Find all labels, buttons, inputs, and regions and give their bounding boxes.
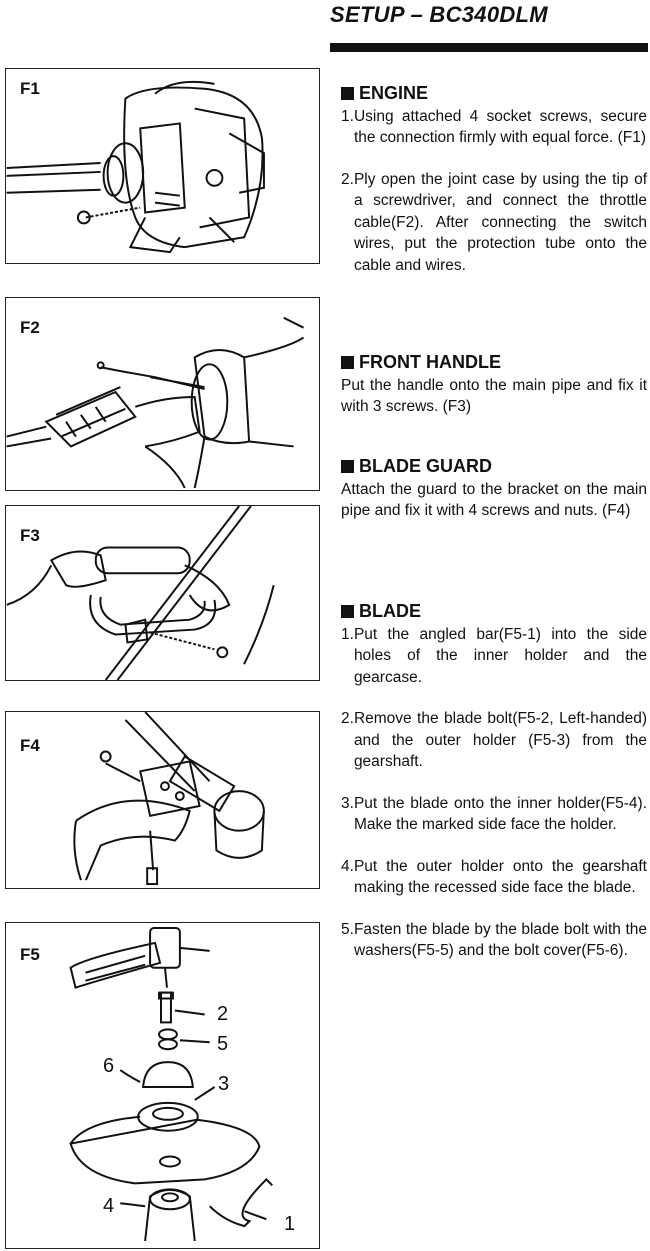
callout-6: 6 [103, 1055, 115, 1077]
header-rule [330, 43, 648, 52]
figure-f4: F4 [5, 711, 320, 889]
section-heading: FRONT HANDLE [359, 352, 501, 372]
engine-illustration [6, 80, 265, 254]
blade-step-3: 3.Put the blade onto the inner holder(F5… [341, 794, 647, 834]
section-front-handle: FRONT HANDLE Put the handle onto the mai… [341, 352, 647, 418]
front-handle-illustration [6, 506, 275, 680]
figure-label-f5: F5 [20, 945, 40, 964]
figure-label-f1: F1 [20, 79, 40, 98]
page-title: SETUP – BC340DLM [330, 2, 548, 27]
figure-f1: F1 [5, 68, 320, 264]
bullet-square-icon [341, 87, 354, 101]
figure-label-f2: F2 [20, 318, 40, 337]
callout-4: 4 [103, 1195, 115, 1217]
figure-label-f4: F4 [20, 736, 40, 755]
section-engine: ENGINE 1.Using attached 4 socket screws,… [341, 83, 647, 296]
section-heading: ENGINE [359, 83, 429, 103]
engine-step-2: 2.Ply open the joint case by using the t… [341, 170, 647, 274]
bullet-square-icon [341, 605, 354, 619]
figure-f3: F3 [5, 505, 320, 681]
blade-assembly-illustration [69, 927, 274, 1242]
section-heading: BLADE [359, 601, 421, 621]
blade-step-1: 1.Put the angled bar(F5-1) into the side… [341, 625, 647, 686]
blade-step-4: 4.Put the outer holder onto the gearshaf… [341, 857, 647, 897]
engine-step-1: 1.Using attached 4 socket screws, secure… [341, 107, 647, 147]
figure-label-f3: F3 [20, 526, 40, 545]
bullet-square-icon [341, 460, 354, 474]
section-heading: BLADE GUARD [359, 456, 492, 476]
callout-5: 5 [217, 1033, 229, 1055]
blade-step-2: 2.Remove the blade bolt(F5-2, Left-hande… [341, 710, 647, 770]
bullet-square-icon [341, 356, 354, 370]
figure-f2: F2 [5, 297, 320, 491]
figure-f5: F5 2 5 6 3 4 1 [5, 922, 320, 1249]
section-blade: BLADE 1.Put the angled bar(F5-1) into th… [341, 601, 647, 982]
callout-3: 3 [218, 1073, 230, 1095]
blade-guard-illustration [73, 712, 265, 886]
blade-guard-text: Attach the guard to the bracket on the m… [341, 480, 647, 520]
callout-1: 1 [284, 1213, 296, 1235]
throttle-cable-illustration [6, 316, 305, 489]
blade-step-5: 5.Fasten the blade by the blade bolt wit… [341, 920, 647, 960]
section-blade-guard: BLADE GUARD Attach the guard to the brac… [341, 456, 647, 522]
front-handle-text: Put the handle onto the main pipe and fi… [341, 376, 647, 416]
callout-2: 2 [217, 1003, 229, 1025]
